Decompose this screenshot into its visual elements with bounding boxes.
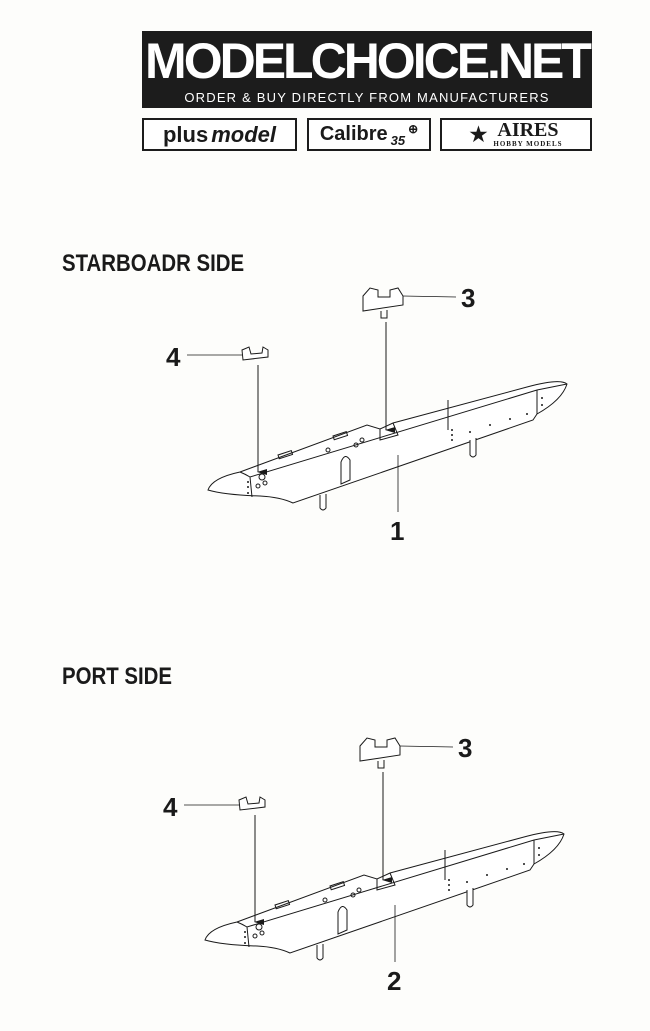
crosshair-icon: ⊕ <box>408 122 419 136</box>
calibre-logo-text: Calibre <box>319 123 388 145</box>
part-label-main: 1 <box>390 516 404 546</box>
port-diagram: 3 4 2 <box>163 733 564 996</box>
plusmodel-logo-a: plus <box>162 121 209 147</box>
plusmodel-logo-b: model <box>211 121 277 147</box>
star-icon: ★ <box>469 123 488 146</box>
modelchoice-banner: MODELCHOICE.NET ORDER & BUY DIRECTLY FRO… <box>142 31 592 108</box>
brand-title: MODELCHOICE.NET <box>145 33 592 89</box>
calibre-logo-num: 35 <box>390 133 406 148</box>
part-label-top: 3 <box>458 733 472 763</box>
brand-tagline: ORDER & BUY DIRECTLY FROM MANUFACTURERS <box>184 90 550 105</box>
part-label-small: 4 <box>166 342 181 372</box>
starboard-diagram: 3 4 1 <box>166 283 567 546</box>
part-label-small: 4 <box>163 792 178 822</box>
section-title-port: PORT SIDE <box>62 663 172 690</box>
fuselage-part-drawing <box>187 288 567 512</box>
section-title-starboard: STARBOADR SIDE <box>62 250 245 277</box>
aires-logo-sub: HOBBY MODELS <box>493 140 563 148</box>
part-label-main: 2 <box>387 966 401 996</box>
fuselage-part-drawing <box>184 738 564 962</box>
part-label-top: 3 <box>461 283 475 313</box>
aires-logo-text: AIRES <box>497 119 559 141</box>
